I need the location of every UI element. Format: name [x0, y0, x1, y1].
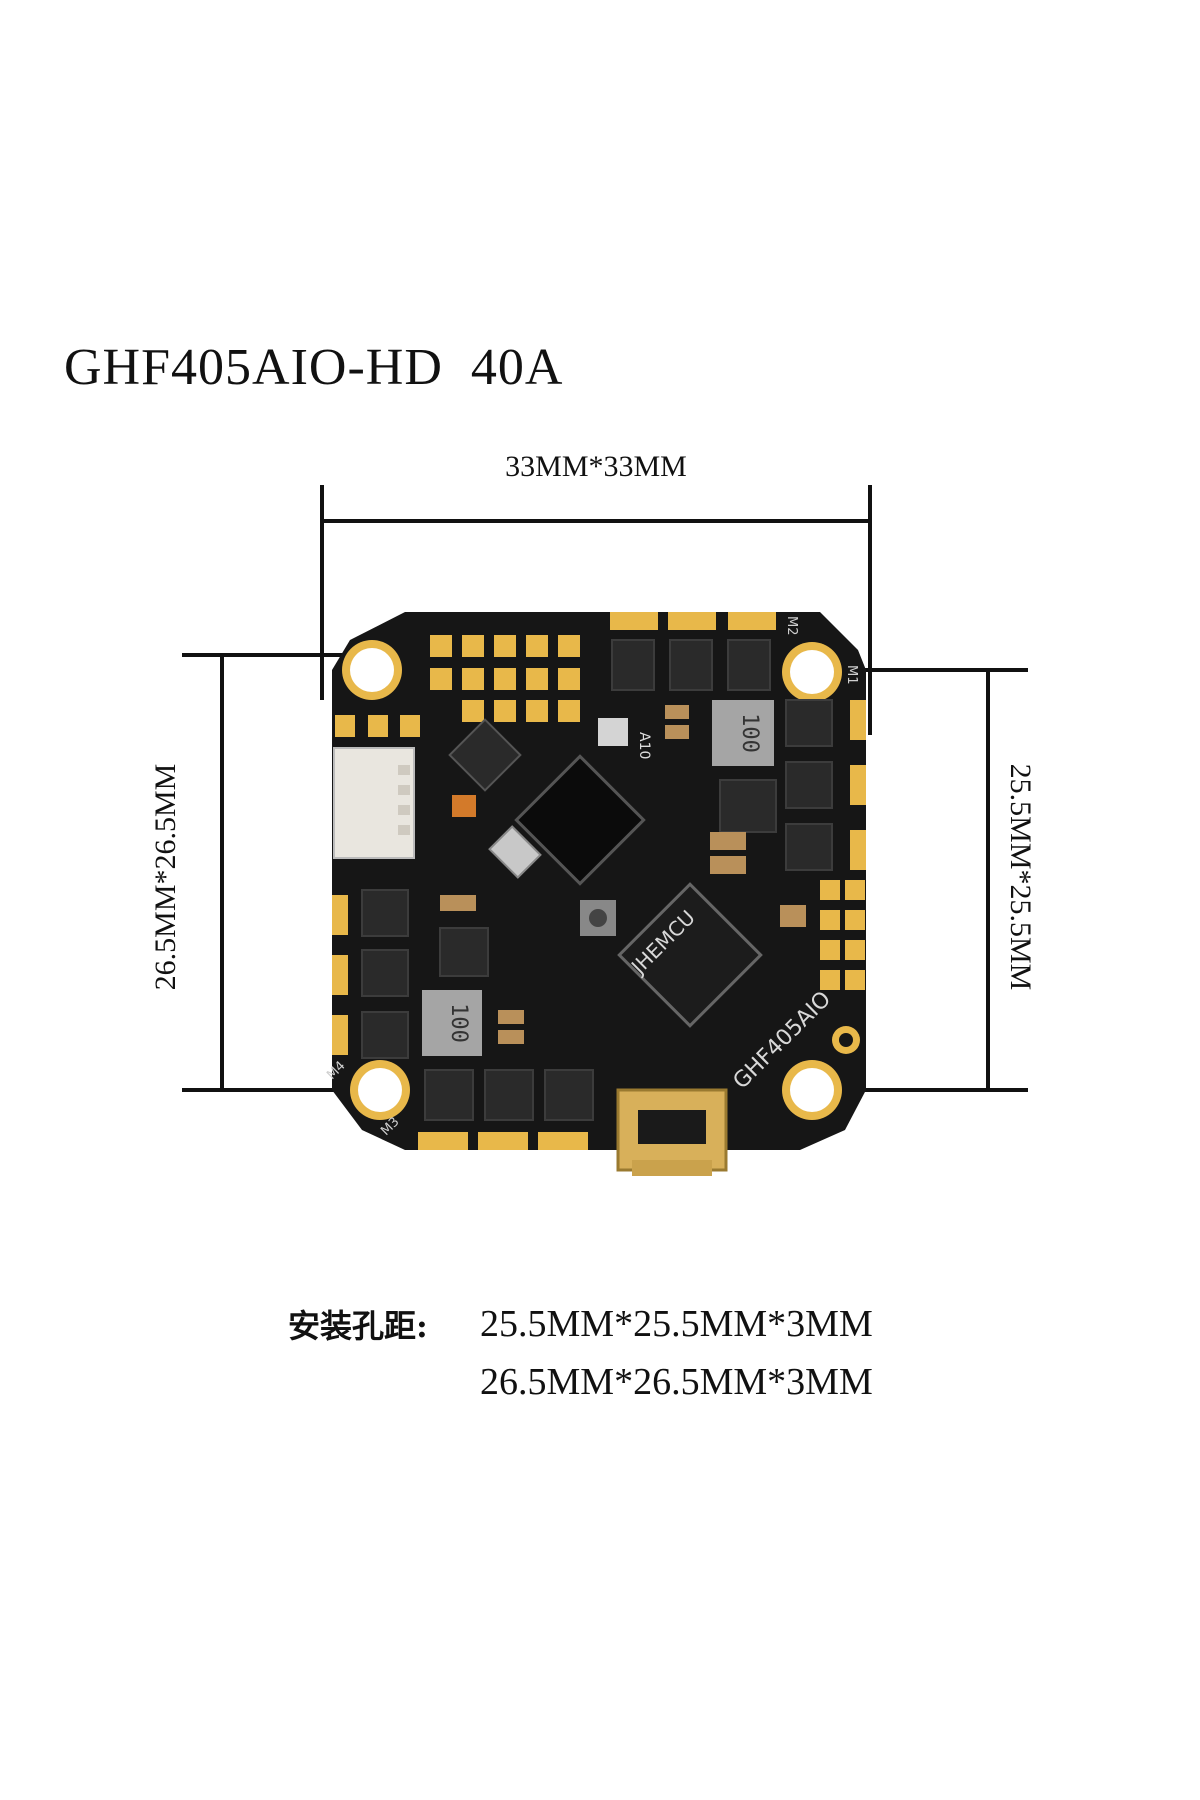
mounting-spec-row-2: 26.5MM*26.5MM*3MM [288, 1353, 873, 1411]
mounting-spec: 安装孔距: 25.5MM*25.5MM*3MM 26.5MM*26.5MM*3M… [288, 1295, 873, 1411]
chip-label: A10 [636, 732, 652, 759]
capacitors [440, 705, 806, 1044]
motor-label-m2: M2 [784, 616, 799, 636]
motor-label-m1: M1 [844, 665, 859, 685]
mounting-spec-value-1: 25.5MM*25.5MM*3MM [480, 1303, 873, 1345]
solder-pads-right [820, 880, 865, 990]
mounting-spec-row-1: 安装孔距: 25.5MM*25.5MM*3MM [288, 1295, 873, 1353]
mosfets [361, 639, 833, 1121]
pcb-board: 100 100 A10 [324, 612, 866, 1176]
board-size-label: 33MM*33MM [505, 450, 687, 483]
motor-pads-bottom [418, 1132, 588, 1150]
mcu-chip [514, 754, 646, 886]
mounting-spec-value-2: 26.5MM*26.5MM*3MM [480, 1361, 873, 1403]
gyro-chip [448, 718, 522, 792]
inductor-marking-bottom: 100 [446, 1003, 471, 1043]
orange-component [452, 795, 476, 817]
solder-pads-top-left [335, 635, 580, 737]
mounting-spec-label: 安装孔距: [288, 1307, 428, 1345]
mounting-holes [342, 640, 860, 1120]
motor-pads-left [332, 895, 348, 1055]
esc-chip [617, 882, 763, 1028]
connector-pins [398, 765, 410, 835]
motor-pads-top [610, 612, 776, 630]
product-title: GHF405AIO-HD 40A [64, 339, 564, 396]
inductors [422, 700, 774, 1056]
inductor-marking-top: 100 [737, 713, 762, 753]
crystal [488, 825, 542, 879]
jst-connector [333, 747, 415, 859]
baro-chip [598, 718, 628, 746]
motor-pads-right [850, 700, 866, 870]
